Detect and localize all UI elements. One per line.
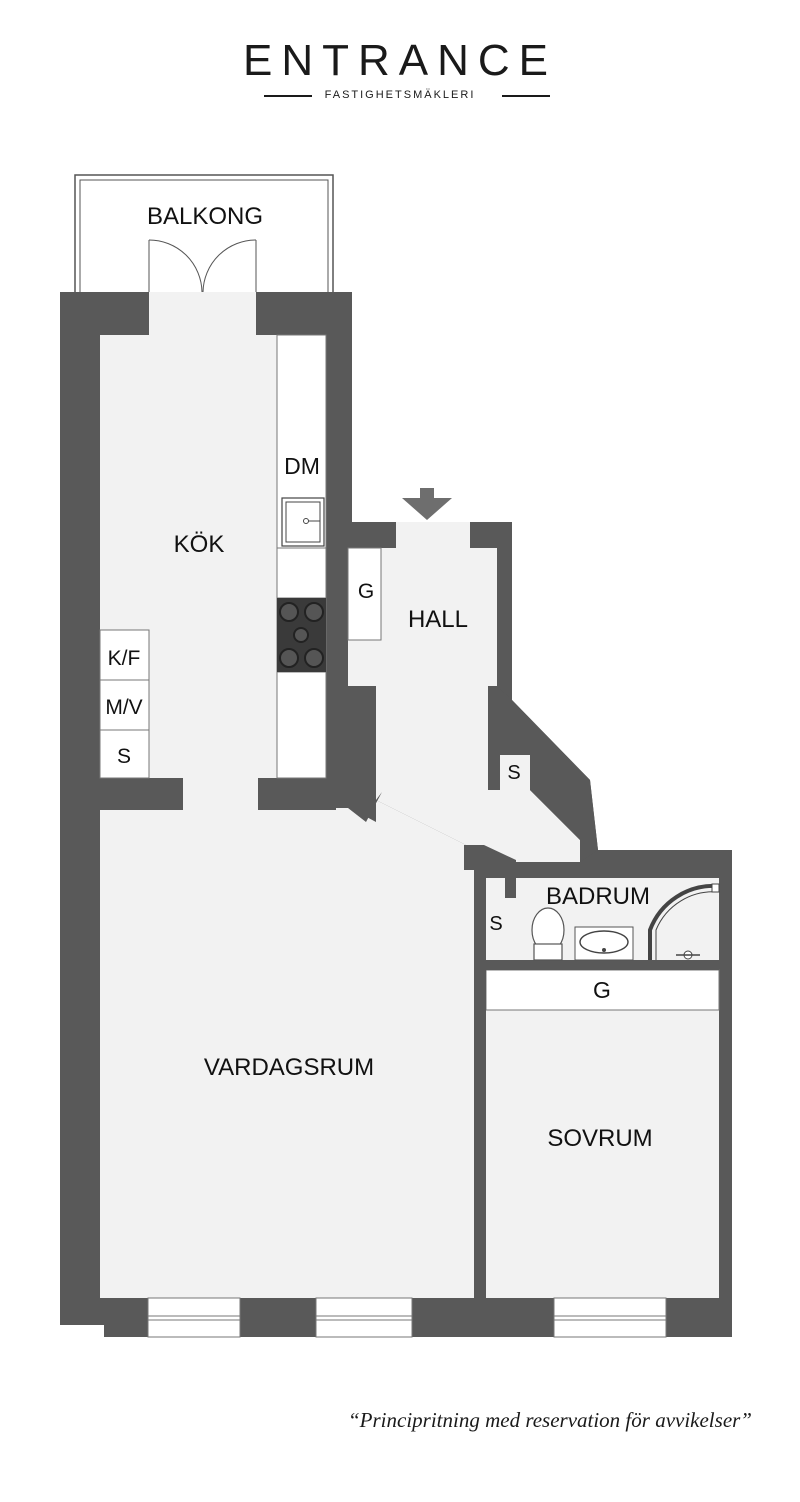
- floors: [100, 292, 720, 1298]
- window-living-right: [315, 1297, 413, 1338]
- tagline-rule-right: [502, 95, 550, 97]
- label-bedroom-wardrobe: G: [593, 977, 611, 1003]
- hall-floor: [348, 522, 580, 896]
- label-hall: HALL: [408, 606, 468, 633]
- stove: [277, 598, 326, 672]
- label-living-room: VARDAGSRUM: [204, 1054, 374, 1081]
- kitchen-floor: [100, 292, 326, 810]
- room-labels: BALKONG KÖK DM G HALL K/F M/V S S BADRUM…: [105, 203, 652, 1152]
- balcony-doors: [148, 239, 257, 293]
- bedroom-wardrobe: [485, 969, 720, 1011]
- label-dishwasher: DM: [284, 453, 320, 479]
- brand-logo-name: ENTRANCE: [242, 36, 558, 85]
- window-living-left: [147, 1297, 241, 1338]
- windows: [147, 1297, 667, 1338]
- label-bathroom: BADRUM: [546, 883, 650, 910]
- label-kitchen: KÖK: [174, 531, 225, 558]
- balcony: [74, 174, 334, 294]
- kitchen-counter: [276, 334, 327, 779]
- tagline-rule-left: [264, 95, 312, 97]
- brand-logo-tagline: FASTIGHETSMÄKLERI: [324, 89, 476, 101]
- disclaimer-text: “Principritning med reservation för avvi…: [347, 1408, 752, 1432]
- bathroom-sink: [574, 926, 634, 961]
- label-hall-storage: S: [507, 762, 520, 784]
- window-bedroom: [553, 1297, 667, 1338]
- hall-wardrobe: [347, 547, 382, 641]
- label-bedroom: SOVRUM: [547, 1125, 652, 1152]
- interior-walls: [100, 686, 719, 1298]
- shower: [648, 883, 720, 960]
- toilet: [531, 907, 565, 961]
- label-fridge-freezer: K/F: [108, 647, 141, 670]
- label-hall-wardrobe: G: [358, 580, 374, 603]
- label-bath-storage: S: [489, 913, 502, 935]
- entry-arrow-icon: [402, 488, 452, 520]
- living-room-floor: [100, 686, 486, 1298]
- label-microwave: M/V: [105, 696, 142, 719]
- kitchen-sink: [281, 497, 325, 547]
- label-balcony: BALKONG: [147, 203, 263, 230]
- label-kitchen-storage: S: [117, 745, 131, 768]
- kitchen-tall-units: [99, 629, 150, 779]
